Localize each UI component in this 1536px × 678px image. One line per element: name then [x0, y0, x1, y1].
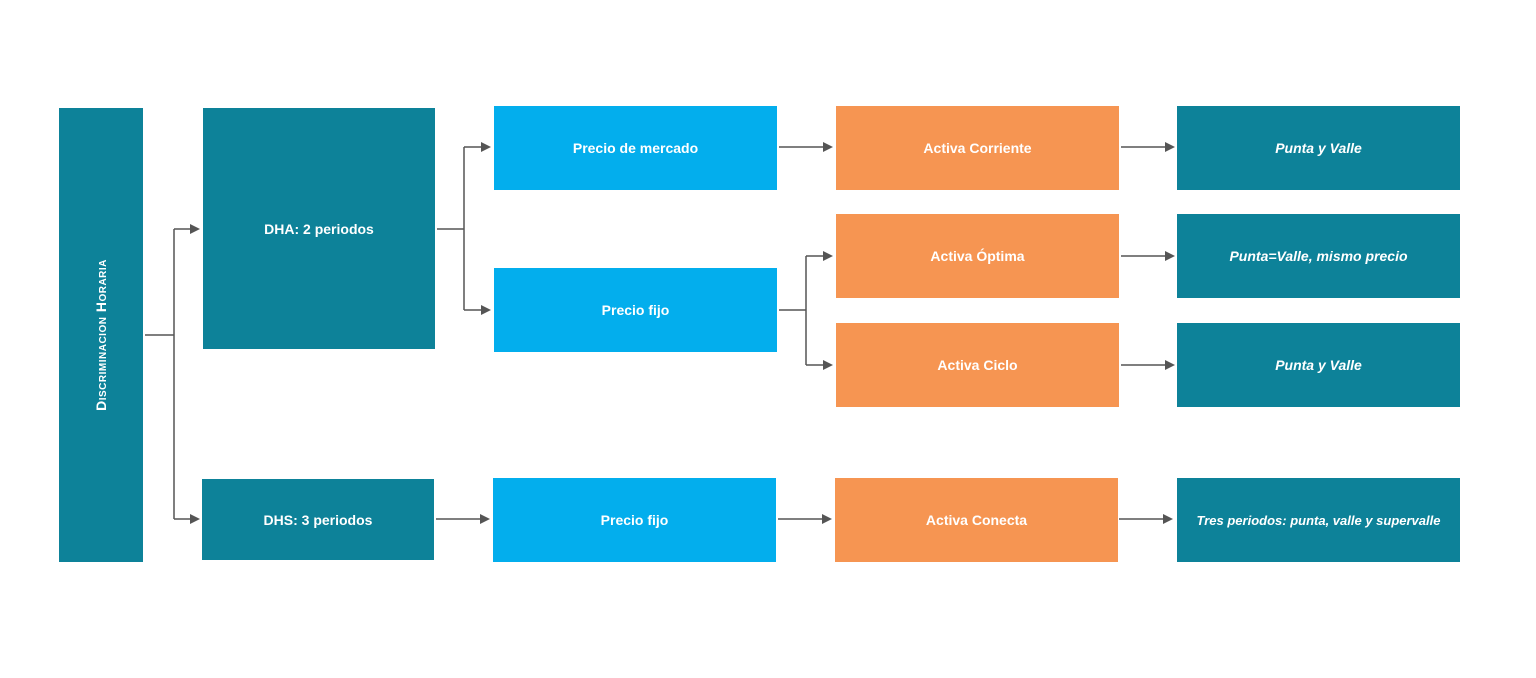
activa-conecta-node: Activa Conecta — [835, 478, 1118, 562]
activa-ciclo-node: Activa Ciclo — [836, 323, 1119, 407]
activa-optima-node: Activa Óptima — [836, 214, 1119, 298]
result-optima-node: Punta=Valle, mismo precio — [1177, 214, 1460, 298]
arrowhead-to-fixed-price — [481, 305, 491, 315]
arrowhead-to-result-optima — [1165, 251, 1175, 261]
fixed-price-node: Precio fijo — [494, 268, 777, 352]
arrowhead-to-result-ciclo — [1165, 360, 1175, 370]
arrowhead-to-dha — [190, 224, 200, 234]
root-node-label: Discriminacion Horaria — [93, 259, 109, 411]
arrowhead-to-conecta — [822, 514, 832, 524]
arrowhead-to-optima — [823, 251, 833, 261]
connector-dha-branch — [437, 146, 481, 311]
market-price-node: Precio de mercado — [494, 106, 777, 190]
arrowhead-to-result-conecta — [1163, 514, 1173, 524]
arrowhead-to-market-price — [481, 142, 491, 152]
result-corriente-node: Punta y Valle — [1177, 106, 1460, 190]
root-node: Discriminacion Horaria — [59, 108, 143, 562]
activa-corriente-node: Activa Corriente — [836, 106, 1119, 190]
arrowhead-to-result-corriente — [1165, 142, 1175, 152]
connector-fixed-branch — [779, 255, 823, 366]
dhs-fixed-price-node: Precio fijo — [493, 478, 776, 562]
arrowhead-to-corriente — [823, 142, 833, 152]
result-ciclo-node: Punta y Valle — [1177, 323, 1460, 407]
dha-node: DHA: 2 periodos — [203, 108, 435, 349]
arrowhead-to-ciclo — [823, 360, 833, 370]
dhs-node: DHS: 3 periodos — [202, 479, 434, 560]
arrowhead-to-dhs-fixed — [480, 514, 490, 524]
connector-root-branch — [145, 228, 190, 520]
arrowhead-to-dhs — [190, 514, 200, 524]
result-conecta-node: Tres periodos: punta, valle y supervalle — [1177, 478, 1460, 562]
